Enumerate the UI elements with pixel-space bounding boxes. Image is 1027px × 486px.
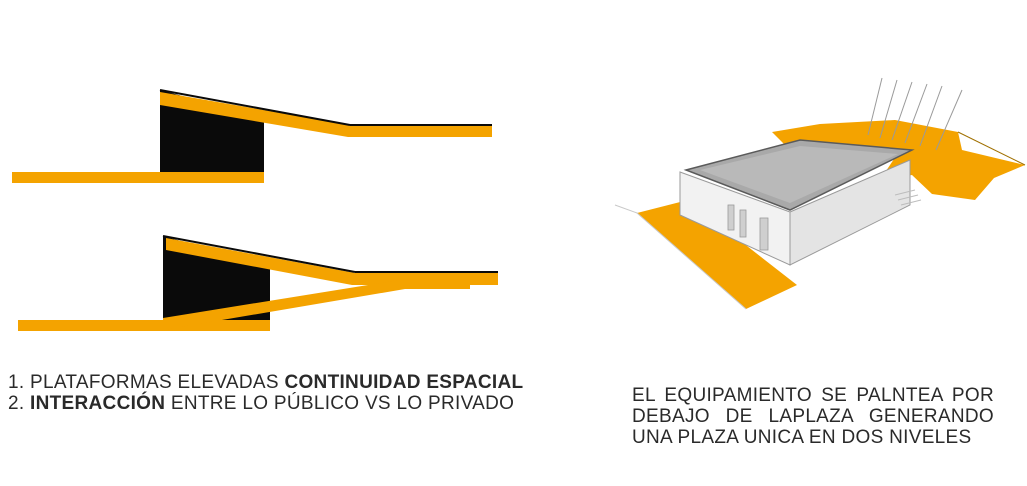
- axo-sun-rays: [867, 77, 963, 151]
- section-2-interaction: [18, 235, 498, 331]
- section-2-lower-ramp-slab: [163, 279, 470, 330]
- caption-item1-bold: CONTINUIDAD ESPACIAL: [284, 372, 524, 393]
- caption-platforms: 1. PLATAFORMAS ELEVADAS CONTINUIDAD ESPA…: [8, 372, 528, 414]
- section-2-black-volume: [163, 236, 270, 320]
- axo-left-plaza: [637, 200, 797, 309]
- caption-item1-prefix: 1. PLATAFORMAS ELEVADAS: [8, 372, 285, 393]
- section-2-lower-ground-slab: [18, 320, 270, 331]
- caption-item2-rest: ENTRE LO PÚBLICO VS LO PRIVADO: [165, 393, 515, 414]
- caption-item2-number: 2.: [8, 393, 31, 414]
- section-1-black-volume: [160, 90, 264, 173]
- axonometric-view: [614, 77, 1026, 310]
- axo-right-plaza: [772, 120, 1025, 200]
- axo-building-side: [789, 159, 911, 266]
- section-2-upper-ramp-slab: [166, 238, 498, 285]
- caption-item2-bold: INTERACCIÓN: [30, 393, 166, 414]
- section-1-lower-ground-slab: [12, 172, 264, 183]
- caption-equipment-text: EL EQUIPAMIENTO SE PALNTEA POR DEBAJO DE…: [632, 385, 994, 448]
- section-1-platform-elevated: [12, 89, 492, 183]
- caption-equipment: EL EQUIPAMIENTO SE PALNTEA POR DEBAJO DE…: [632, 385, 994, 448]
